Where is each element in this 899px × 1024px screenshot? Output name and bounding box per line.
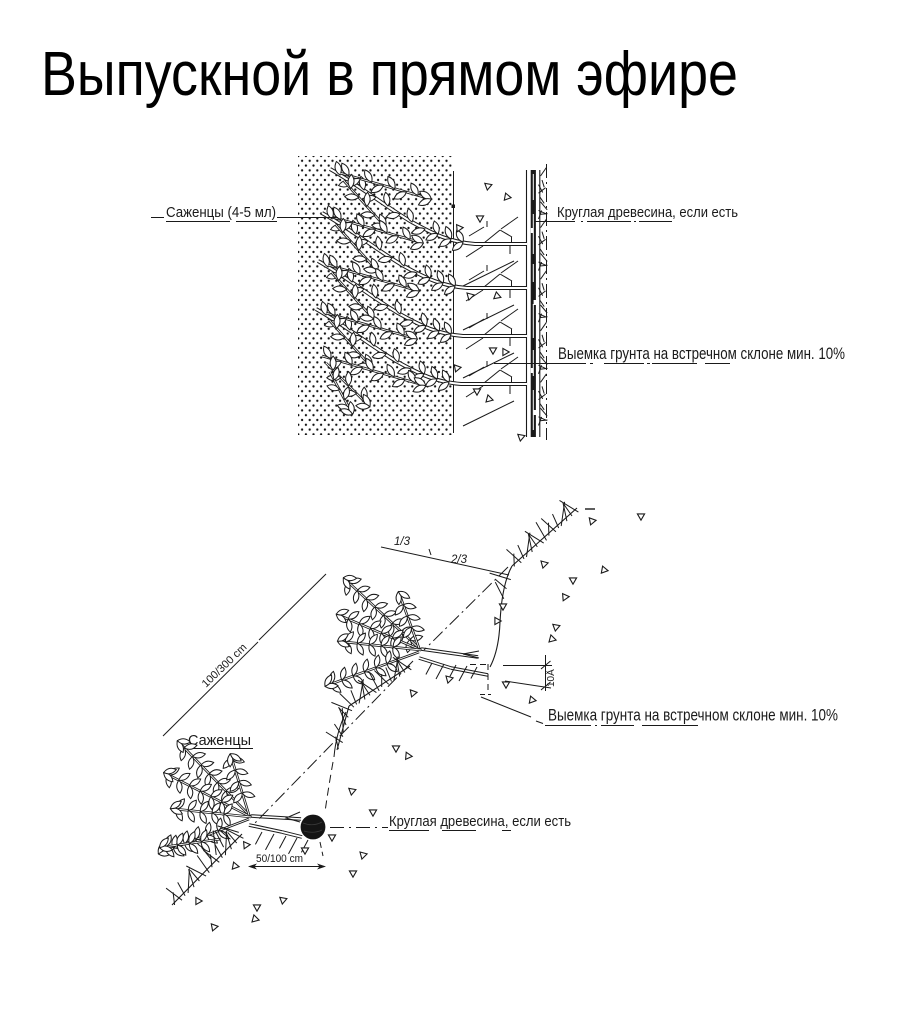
svg-text:Выпускной в прямом эфире: Выпускной в прямом эфире [41,40,738,109]
svg-text:Выемка грунта на встречном скл: Выемка грунта на встречном склоне мин. 1… [548,706,838,725]
svg-text:Круглая древесина, если есть: Круглая древесина, если есть [389,813,571,830]
svg-text:10Å: 10Å [544,669,557,687]
svg-text:Круглая древесина, если есть: Круглая древесина, если есть [557,204,738,221]
svg-text:Саженцы: Саженцы [188,732,251,749]
svg-text:2/3: 2/3 [450,554,468,566]
svg-text:Выемка грунта на встречном скл: Выемка грунта на встречном склоне мин. 1… [558,344,845,363]
svg-text:Саженцы (4-5 мл): Саженцы (4-5 мл) [166,204,276,221]
svg-text:50/100 cm: 50/100 cm [256,853,303,865]
svg-text:1/3: 1/3 [394,536,411,548]
